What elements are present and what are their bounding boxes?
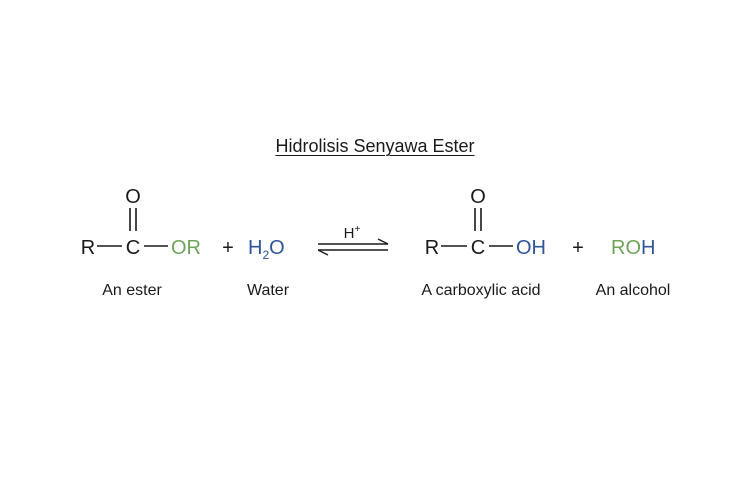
acid-label: A carboxylic acid <box>421 282 540 299</box>
water-formula: H2O <box>248 237 285 262</box>
acid-oh-group: OH <box>516 237 546 259</box>
acid-carbon: C <box>471 237 485 259</box>
acid-carbonyl-oxygen: O <box>470 186 486 208</box>
ester-structure: O R C OR An ester <box>81 186 201 299</box>
ester-or-group: OR <box>171 237 201 259</box>
alcohol-h-part: H <box>641 237 655 259</box>
arrow-catalyst: H+ <box>344 224 361 242</box>
ester-carbon: C <box>126 237 140 259</box>
acid-structure: O R C OH A carboxylic acid <box>421 186 546 299</box>
acid-r-group: R <box>425 237 439 259</box>
arrow-forward-head <box>377 238 389 245</box>
water-molecule: H2O Water <box>247 237 290 299</box>
ester-carbonyl-oxygen: O <box>125 186 141 208</box>
alcohol-formula: ROH <box>611 237 655 259</box>
equilibrium-arrow: H+ <box>317 224 389 256</box>
plus-sign-2: + <box>572 237 584 259</box>
water-label: Water <box>247 282 290 299</box>
plus-sign-1: + <box>222 237 234 259</box>
ester-label: An ester <box>102 282 162 299</box>
alcohol-r-part: RO <box>611 237 641 259</box>
ester-r-group: R <box>81 237 95 259</box>
page-title: Hidrolisis Senyawa Ester <box>275 136 475 156</box>
water-o: O <box>269 237 285 259</box>
alcohol-label: An alcohol <box>596 282 671 299</box>
water-h: H <box>248 237 262 259</box>
arrow-reverse-head <box>317 249 329 256</box>
alcohol-molecule: ROH An alcohol <box>596 237 671 299</box>
water-subscript: 2 <box>262 248 269 262</box>
